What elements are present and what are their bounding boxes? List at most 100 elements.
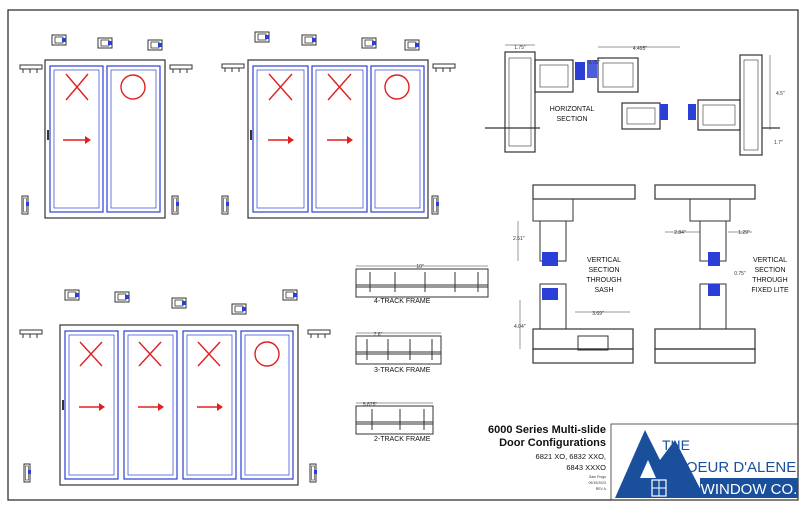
dimension: 0.75"	[734, 271, 746, 277]
models-line1: 6821 XO, 6832 XXO,	[536, 452, 606, 461]
panel-outline	[123, 330, 178, 480]
dimension: 1.7"	[774, 140, 783, 146]
operable-x-icon	[79, 341, 103, 367]
operable-x-icon	[197, 341, 221, 367]
section-label: SECTION	[588, 267, 619, 274]
panel-outline	[64, 330, 119, 480]
panel-outline	[182, 330, 237, 480]
panel-glass	[53, 69, 100, 209]
slide-arrow-icon	[138, 403, 164, 411]
section-label: FIXED LITE	[751, 287, 789, 294]
head-detail-icon	[404, 39, 420, 51]
elevation-frame	[247, 59, 429, 219]
logo-line3: WINDOW CO.	[701, 481, 798, 498]
frame-dimension: 5.875"	[363, 402, 378, 408]
head-detail-icon	[301, 34, 317, 46]
elevation-frame	[44, 59, 166, 219]
logo-line1: THE	[662, 437, 690, 453]
sill-detail-icon	[23, 463, 32, 483]
panel-outline	[49, 65, 104, 213]
slide-arrow-icon	[327, 136, 353, 144]
track-frame-3: 7.6" 3-TRACK FRAME	[355, 332, 442, 374]
elevation-4-panel	[19, 289, 331, 486]
head-detail-icon	[254, 31, 270, 43]
company-logo: THE COEUR D'ALENE WINDOW CO.	[615, 430, 798, 498]
dimension: 0.75"	[588, 60, 600, 66]
dimension: 4.495"	[633, 46, 648, 52]
dimension: 4.5"	[776, 91, 785, 97]
frame-label: 2-TRACK FRAME	[374, 436, 431, 443]
dimension: 3.69"	[592, 311, 604, 317]
elevation-frame	[59, 324, 299, 486]
fixed-o-icon	[254, 341, 280, 367]
jamb-detail-icon	[19, 64, 43, 74]
slide-arrow-icon	[63, 136, 91, 144]
title-line1: 6000 Series Multi-slide	[488, 424, 606, 436]
panel-outline	[252, 65, 309, 213]
panel-glass	[374, 69, 421, 209]
handle	[47, 130, 49, 140]
operable-x-icon	[268, 73, 293, 101]
logo-line2: COEUR D'ALENE	[675, 459, 796, 476]
head-detail-icon	[97, 37, 113, 49]
jamb-detail-icon	[307, 329, 331, 339]
slide-arrow-icon	[79, 403, 105, 411]
head-detail-icon	[171, 297, 187, 309]
panel-glass	[68, 334, 115, 476]
section-label: SECTION	[556, 116, 587, 123]
jamb-detail-icon	[19, 329, 43, 339]
dimension: 4.04"	[514, 324, 526, 330]
head-detail-icon	[64, 289, 80, 301]
sill-detail-icon	[221, 195, 230, 215]
note-line2: 09/19/2023	[588, 481, 606, 485]
sill-detail-icon	[431, 195, 440, 215]
mountain-logo-icon	[615, 430, 705, 498]
sheet-border	[7, 9, 799, 501]
dimension: 2.84"	[674, 230, 686, 236]
sill-detail-icon	[309, 463, 318, 483]
panel-glass	[127, 334, 174, 476]
panel-outline	[370, 65, 425, 213]
head-detail-icon	[51, 34, 67, 46]
note-line3: REV A	[596, 487, 607, 491]
dimension: 2.51"	[513, 236, 525, 242]
horizontal-section: 1.75" 4.495" 0.75" 4.5" 1.7" HORIZONTAL …	[485, 44, 785, 156]
section-label: VERTICAL	[587, 257, 621, 264]
head-detail-icon	[147, 39, 163, 51]
panel-outline	[240, 330, 294, 480]
panel-outline	[311, 65, 368, 213]
jamb-detail-icon	[221, 63, 245, 73]
models-line2: 6843 XXXO	[566, 463, 606, 472]
vertical-section-sash: 2.51" 4.04" 3.69" VERTICAL SECTION THROU…	[513, 184, 636, 364]
jamb-detail-icon	[432, 63, 456, 73]
operable-x-icon	[138, 341, 162, 367]
sill-detail-icon	[171, 195, 180, 215]
note-line1: Sam Frogs	[589, 475, 606, 479]
section-label: SASH	[594, 287, 613, 294]
head-detail-icon	[114, 291, 130, 303]
elevation-3-panel	[221, 31, 456, 219]
sill-detail-icon	[21, 195, 30, 215]
title-line2: Door Configurations	[499, 437, 606, 449]
section-label: SECTION	[754, 267, 785, 274]
frame-dimension: 10"	[416, 264, 424, 270]
dimension: 1.29"	[738, 230, 750, 236]
dimension: 1.75"	[514, 45, 526, 51]
operable-x-icon	[65, 73, 89, 101]
head-detail-icon	[282, 289, 298, 301]
head-detail-icon	[231, 303, 247, 315]
frame-label: 4-TRACK FRAME	[374, 298, 431, 305]
track-frame-4: 10" 4-TRACK FRAME	[355, 264, 489, 305]
head-detail-icon	[361, 37, 377, 49]
section-label: THROUGH	[752, 277, 787, 284]
title-block: 6000 Series Multi-slide Door Configurati…	[488, 423, 799, 501]
panel-outline	[106, 65, 161, 213]
elevation-2-panel	[19, 34, 193, 219]
panel-glass	[315, 69, 364, 209]
panel-glass	[256, 69, 305, 209]
section-label: VERTICAL	[753, 257, 787, 264]
frame-dimension: 7.6"	[374, 332, 383, 338]
frame-label: 3-TRACK FRAME	[374, 367, 431, 374]
panel-glass	[186, 334, 233, 476]
